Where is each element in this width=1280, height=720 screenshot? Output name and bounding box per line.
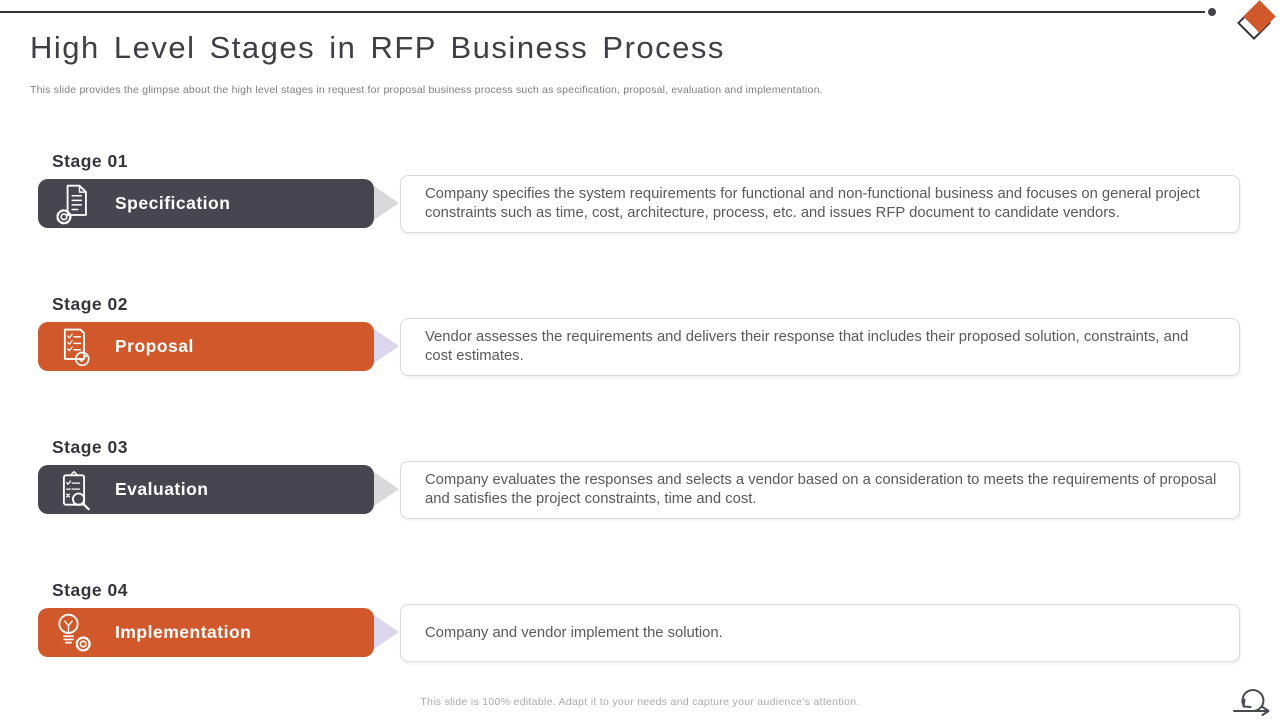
bulb-gear-icon xyxy=(51,610,97,656)
stage-bar-proposal: Proposal xyxy=(38,322,374,371)
stage-bar-label: Specification xyxy=(115,193,231,213)
stage-bar-evaluation: Evaluation xyxy=(38,465,374,514)
stage-label: Stage 04 xyxy=(52,580,128,600)
arrow-right-icon xyxy=(374,472,399,506)
stage-bar-implementation: Implementation xyxy=(38,608,374,657)
stage-description: Company specifies the system requirement… xyxy=(425,186,1200,221)
stage-description-box: Company specifies the system requirement… xyxy=(400,175,1240,233)
page-title: High Level Stages in RFP Business Proces… xyxy=(30,30,725,65)
arrow-right-icon xyxy=(374,329,399,363)
stage-description-box: Vendor assesses the requirements and del… xyxy=(400,318,1240,376)
stage-description-box: Company evaluates the responses and sele… xyxy=(400,461,1240,519)
checklist-document-icon xyxy=(51,324,97,370)
stage-label: Stage 02 xyxy=(52,294,128,314)
stage-description: Vendor assesses the requirements and del… xyxy=(425,329,1189,364)
stage-bar-label: Proposal xyxy=(115,336,194,356)
document-gear-icon xyxy=(51,181,97,227)
top-rule-line xyxy=(0,11,1205,13)
line-end-dot xyxy=(1208,8,1216,16)
footer-note: This slide is 100% editable. Adapt it to… xyxy=(420,696,860,708)
stage-description-box: Company and vendor implement the solutio… xyxy=(400,604,1240,662)
stage-label: Stage 01 xyxy=(52,151,128,171)
stage-row-proposal: Stage 02 Proposal Vendor assesses the re… xyxy=(0,294,1280,404)
stage-bar-specification: Specification xyxy=(38,179,374,228)
stage-bar-label: Implementation xyxy=(115,622,252,642)
stage-row-implementation: Stage 04 Implementation Company and vend… xyxy=(0,580,1280,690)
clipboard-magnifier-icon xyxy=(51,467,97,513)
stage-description: Company evaluates the responses and sele… xyxy=(425,472,1217,507)
loop-arrow-icon xyxy=(1232,681,1272,717)
stage-row-evaluation: Stage 03 Evaluation Company evaluates th… xyxy=(0,437,1280,547)
stage-description: Company and vendor implement the solutio… xyxy=(425,624,723,641)
stage-bar-label: Evaluation xyxy=(115,479,209,499)
arrow-right-icon xyxy=(374,186,399,220)
stage-label: Stage 03 xyxy=(52,437,128,457)
page-subtitle: This slide provides the glimpse about th… xyxy=(30,84,823,96)
arrow-right-icon xyxy=(374,615,399,649)
stage-row-specification: Stage 01 Specification Company specifies… xyxy=(0,151,1280,261)
